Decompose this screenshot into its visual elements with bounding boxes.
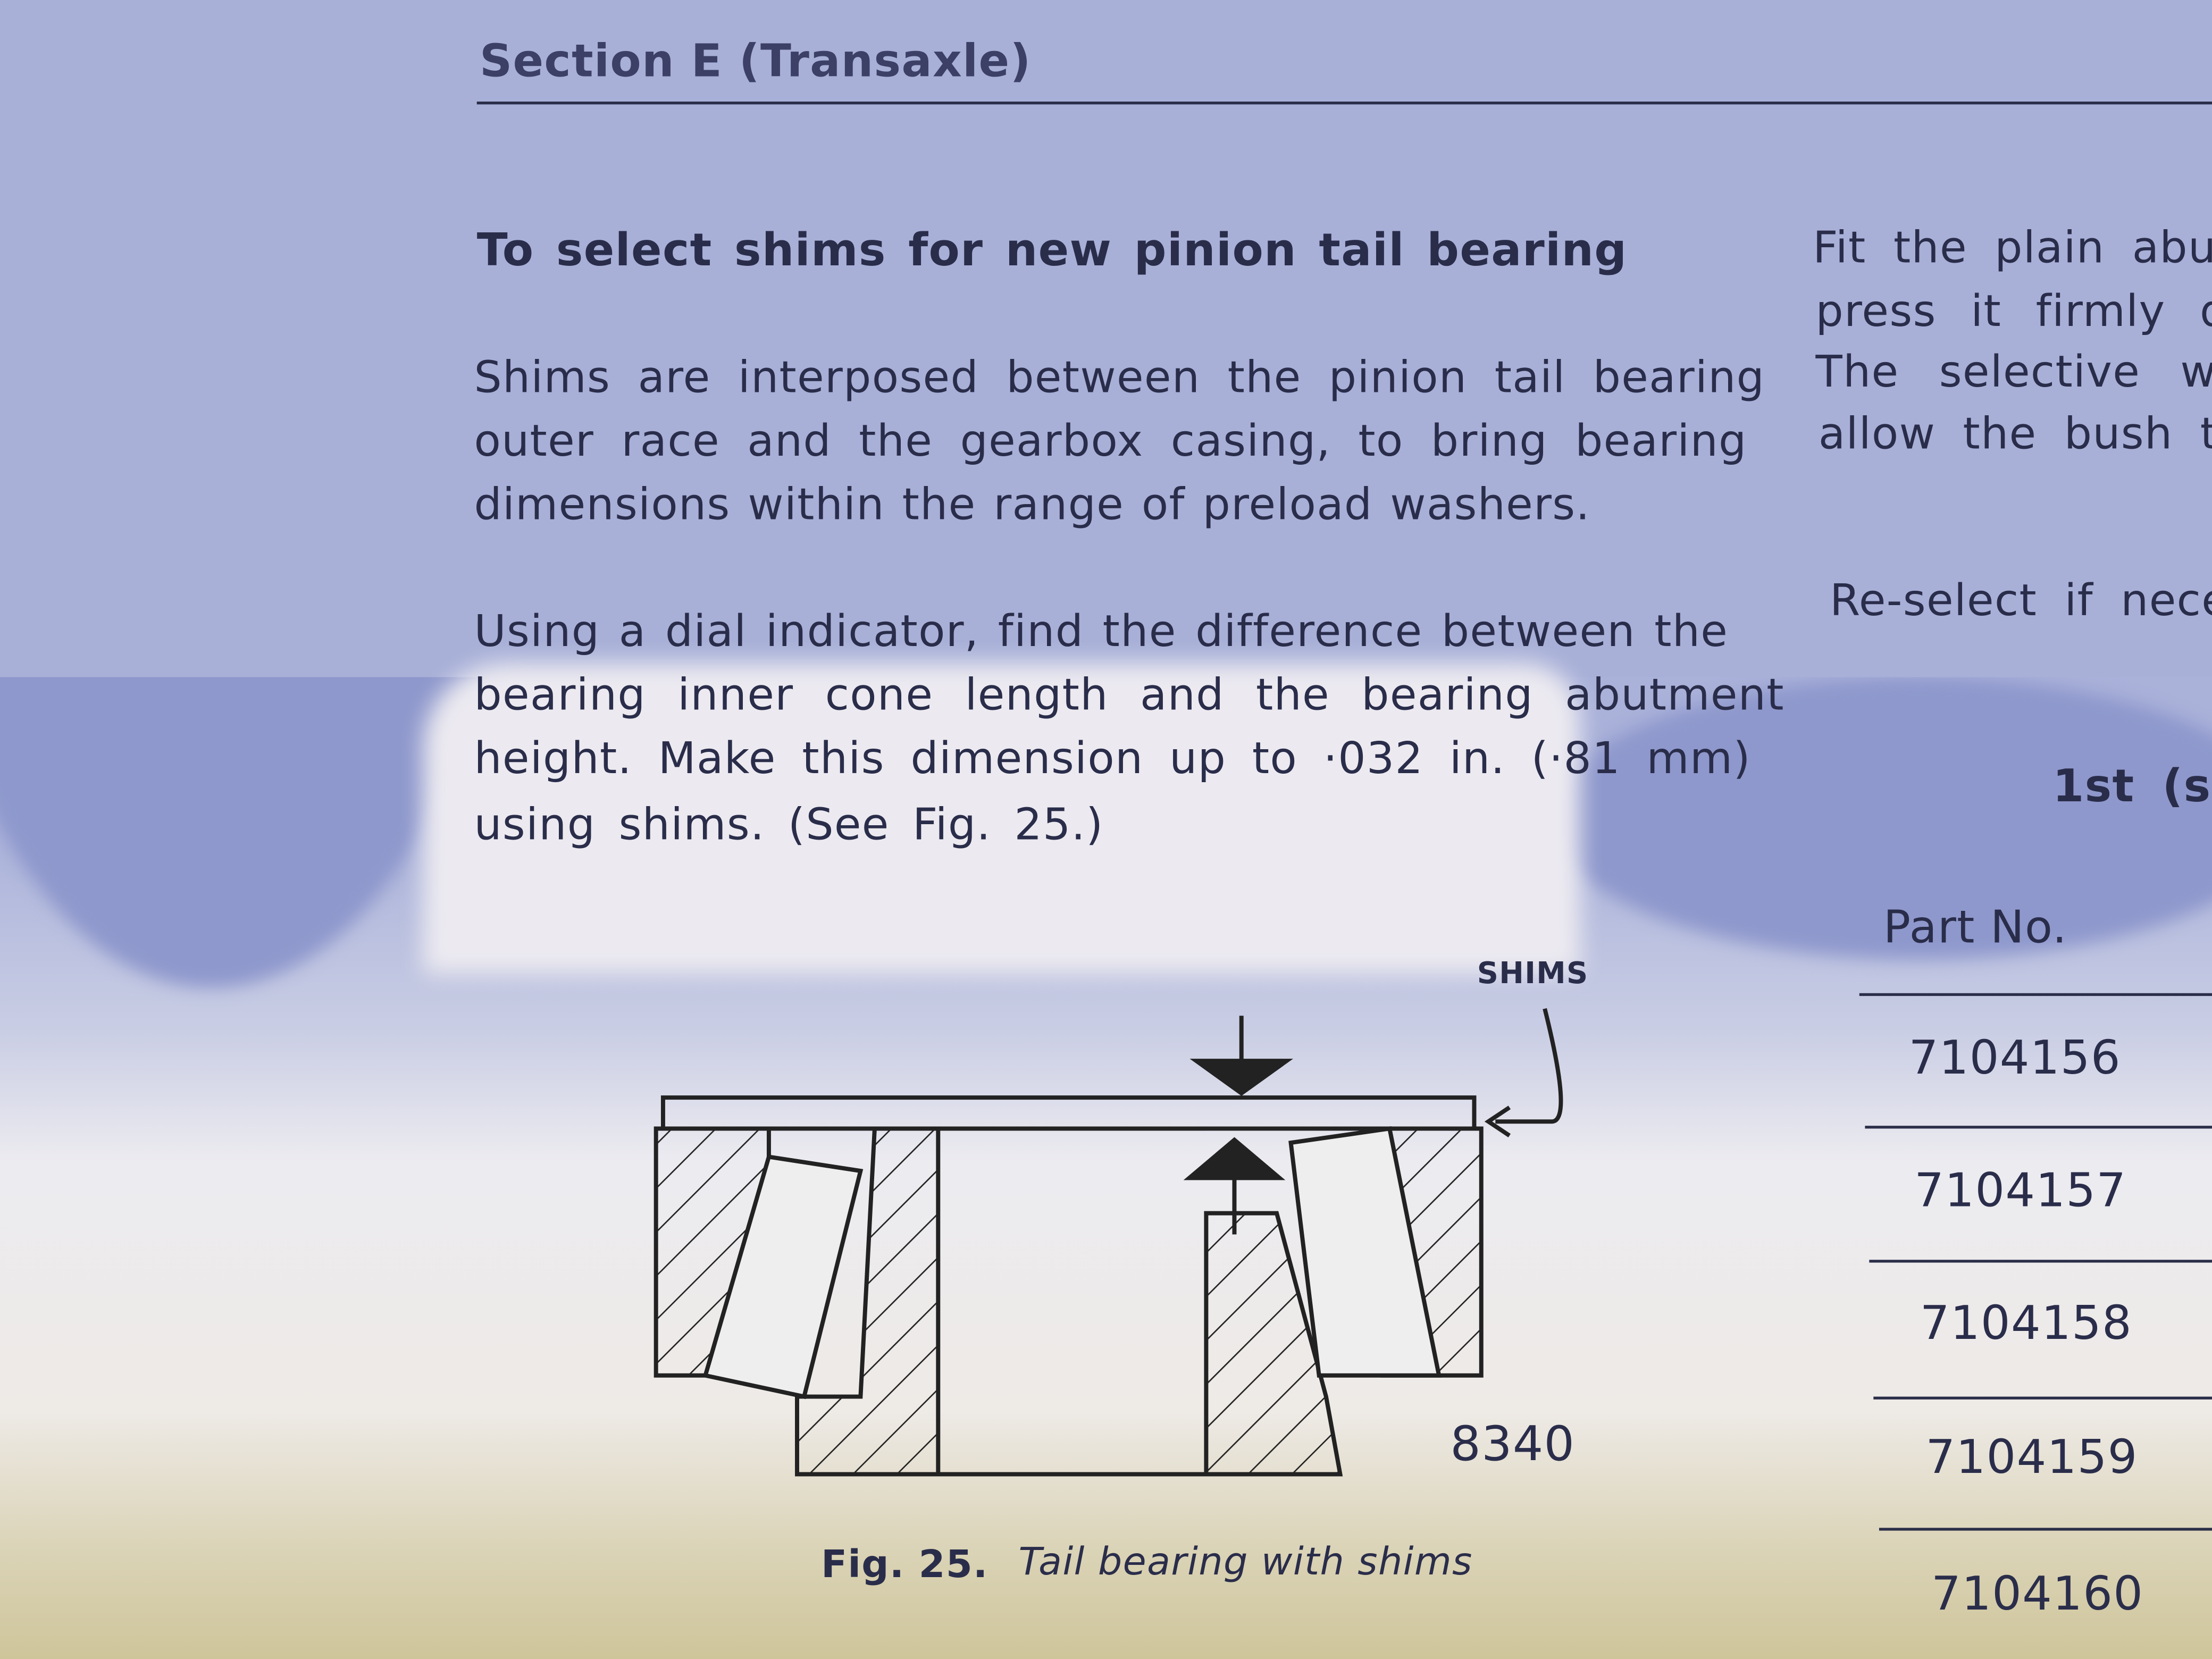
section-heading: To select shims for new pinion tail bear… [476,223,1628,277]
figure-number: 8340 [1450,1416,1576,1473]
figure-caption: Tail bearing with shims [1018,1540,1473,1585]
part-no-header: Part No. [1883,900,2068,954]
shim-pack [660,1095,1477,1131]
right-para-line: press it firmly dc [1815,286,2212,338]
para2-line: Using a dial indicator, find the differe… [474,606,1729,658]
right-para2: Re-select if neces [1830,575,2212,626]
para1-line: Shims are interposed between the pinion … [474,353,1765,404]
light-patch [423,663,1580,974]
right-para-line: Fit the plain abutn [1813,223,2212,274]
part-number: 7104158 [1920,1295,2133,1351]
roller-right [1288,1126,1442,1378]
figure-label: Fig. 25. [821,1543,988,1587]
right-para-line: allow the bush to [1818,409,2212,460]
shims-leader-arrow [1484,1008,1563,1138]
part-number: 7104159 [1925,1429,2138,1485]
arrow-down-icon [1189,1016,1293,1096]
inner-cone-right [1204,1211,1343,1477]
section-header: Section E (Transaxle) [480,33,1032,88]
table-title: 1st (se [2052,759,2212,813]
table-rule [1873,1396,2212,1400]
table-rule [1879,1528,2212,1531]
para2-line: bearing inner cone length and the bearin… [474,670,1784,721]
part-number: 7104157 [1914,1162,2127,1218]
shadow-top [0,0,2212,677]
table-rule [1869,1260,2212,1263]
para1-line: dimensions within the range of preload w… [474,480,1590,531]
table-rule [1859,993,2212,996]
part-number: 7104160 [1931,1565,2144,1621]
para2-line: using shims. (See Fig. 25.) [474,800,1104,851]
roller-left [702,1154,864,1400]
table-rule [1865,1126,2212,1129]
part-number: 7104156 [1908,1029,2121,1085]
para1-line: outer race and the gearbox casing, to br… [474,416,1747,467]
para2-line: height. Make this dimension up to ·032 i… [474,733,1751,785]
right-para-line: The selective wa [1815,347,2212,398]
shims-callout: SHIMS [1477,956,1589,991]
shadow-right [1552,677,2212,960]
header-rule [476,102,2212,105]
arrow-up-icon [1183,1137,1286,1235]
